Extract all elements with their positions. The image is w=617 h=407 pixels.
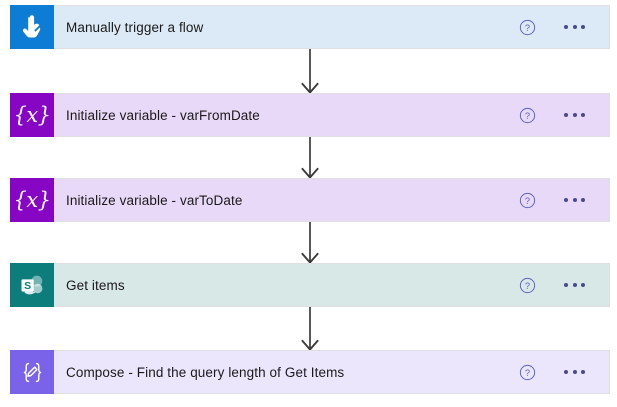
sharepoint-icon: S xyxy=(10,263,54,307)
initialize-variable-icon: {x} xyxy=(10,93,54,137)
more-options-icon[interactable] xyxy=(562,194,587,206)
svg-text:?: ? xyxy=(525,23,530,33)
flow-node-body[interactable]: Initialize variable - varFromDate? xyxy=(54,93,610,137)
more-options-icon[interactable] xyxy=(562,21,587,33)
help-icon[interactable]: ? xyxy=(519,192,536,209)
initialize-variable-icon: {x} xyxy=(10,178,54,222)
help-icon[interactable]: ? xyxy=(519,364,536,381)
help-icon[interactable]: ? xyxy=(519,19,536,36)
flow-node-actions: ? xyxy=(519,192,587,209)
flow-node-body[interactable]: Initialize variable - varToDate? xyxy=(54,178,610,222)
flow-node-actions: ? xyxy=(519,107,587,124)
flow-connector-arrow xyxy=(301,307,319,350)
flow-node-body[interactable]: Compose - Find the query length of Get I… xyxy=(54,350,610,394)
manual-trigger-icon xyxy=(10,5,54,49)
flow-node-title: Get items xyxy=(66,277,125,293)
flow-node-title: Initialize variable - varToDate xyxy=(66,192,243,208)
flow-node[interactable]: Compose - Find the query length of Get I… xyxy=(10,350,610,394)
help-icon[interactable]: ? xyxy=(519,277,536,294)
flow-node[interactable]: S Get items? xyxy=(10,263,610,307)
flow-node-actions: ? xyxy=(519,277,587,294)
more-options-icon[interactable] xyxy=(562,279,587,291)
more-options-icon[interactable] xyxy=(562,366,587,378)
svg-text:?: ? xyxy=(525,281,530,291)
flow-node-actions: ? xyxy=(519,364,587,381)
flow-node-actions: ? xyxy=(519,19,587,36)
svg-text:?: ? xyxy=(525,368,530,378)
flow-node-body[interactable]: Get items? xyxy=(54,263,610,307)
help-icon[interactable]: ? xyxy=(519,107,536,124)
flow-node-title: Initialize variable - varFromDate xyxy=(66,107,260,123)
flow-connector-arrow xyxy=(301,222,319,263)
svg-text:S: S xyxy=(24,280,31,292)
flow-connector-arrow xyxy=(301,137,319,178)
flow-node[interactable]: {x}Initialize variable - varToDate? xyxy=(10,178,610,222)
flow-node-title: Manually trigger a flow xyxy=(66,19,204,35)
flow-node[interactable]: {x}Initialize variable - varFromDate? xyxy=(10,93,610,137)
svg-text:?: ? xyxy=(525,196,530,206)
flow-node[interactable]: Manually trigger a flow? xyxy=(10,5,610,49)
flow-node-body[interactable]: Manually trigger a flow? xyxy=(54,5,610,49)
compose-icon xyxy=(10,350,54,394)
flow-node-title: Compose - Find the query length of Get I… xyxy=(66,364,345,380)
flow-connector-arrow xyxy=(301,49,319,93)
more-options-icon[interactable] xyxy=(562,109,587,121)
svg-text:?: ? xyxy=(525,111,530,121)
